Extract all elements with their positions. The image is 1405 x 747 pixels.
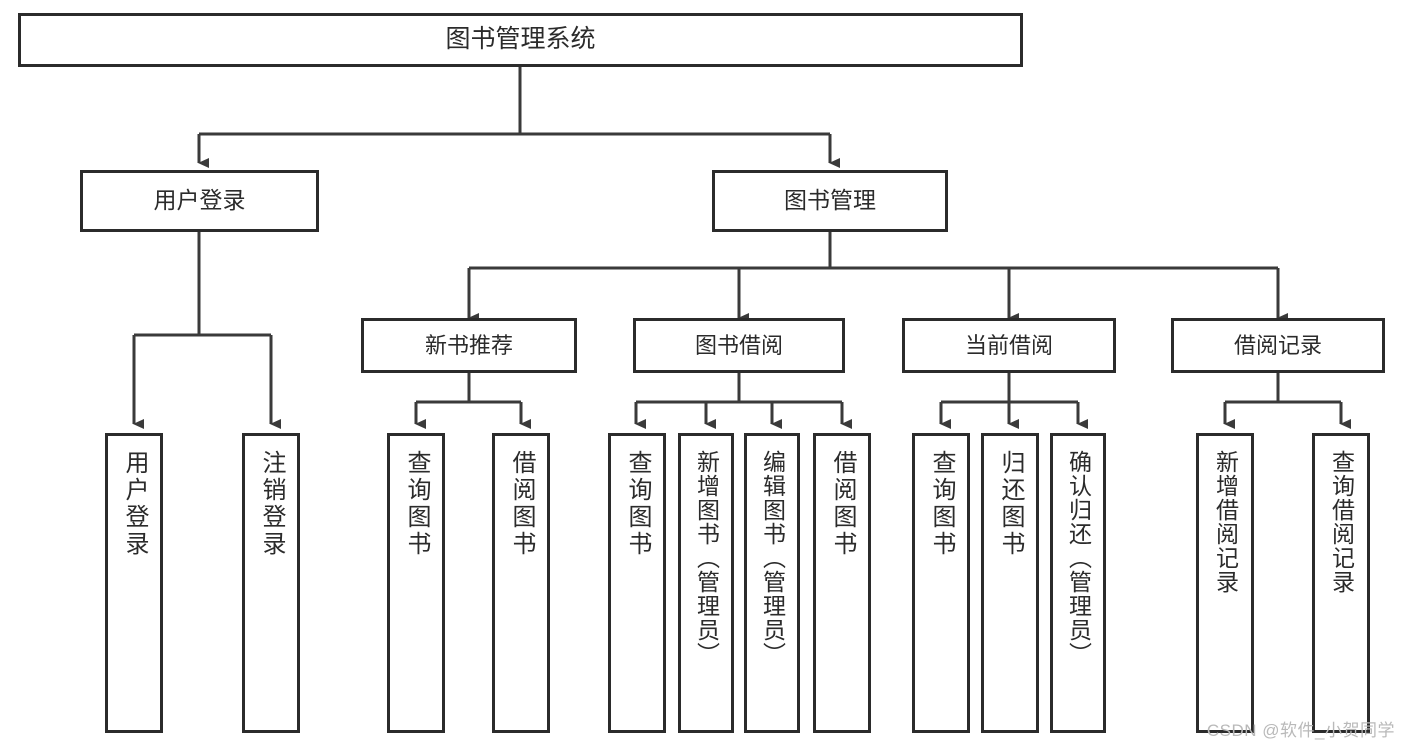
node-leaf-borrow-book-1[interactable]: 借阅图书 xyxy=(492,433,550,733)
node-leaf-user-login-label: 用户登录 xyxy=(121,450,148,558)
node-leaf-return-book-label: 归还图书 xyxy=(997,450,1024,558)
node-leaf-add-record[interactable]: 新增借阅记录 xyxy=(1196,433,1254,733)
node-borrow-record[interactable]: 借阅记录 xyxy=(1171,318,1385,373)
node-leaf-query-book-2-label: 查询图书 xyxy=(624,450,651,558)
node-leaf-borrow-book-2[interactable]: 借阅图书 xyxy=(813,433,871,733)
node-book-borrow-label: 图书借阅 xyxy=(694,332,783,358)
node-current-borrow[interactable]: 当前借阅 xyxy=(902,318,1116,373)
node-root-system-label: 图书管理系统 xyxy=(445,25,596,54)
node-leaf-confirm-return[interactable]: 确认归还（管理员） xyxy=(1050,433,1106,733)
node-borrow-record-label: 借阅记录 xyxy=(1233,332,1322,358)
node-book-manage[interactable]: 图书管理 xyxy=(712,170,948,232)
csdn-watermark: CSDN @软件_小贺同学 xyxy=(1206,721,1395,740)
node-current-borrow-label: 当前借阅 xyxy=(964,332,1053,358)
node-leaf-return-book[interactable]: 归还图书 xyxy=(981,433,1039,733)
node-user-login-label: 用户登录 xyxy=(153,187,246,214)
node-leaf-confirm-return-label: 确认归还（管理员） xyxy=(1065,450,1092,666)
node-leaf-query-book-3-label: 查询图书 xyxy=(928,450,955,558)
node-leaf-query-book-1-label: 查询图书 xyxy=(403,450,430,558)
node-book-manage-label: 图书管理 xyxy=(784,187,876,214)
node-leaf-query-book-1[interactable]: 查询图书 xyxy=(387,433,445,733)
node-leaf-add-record-label: 新增借阅记录 xyxy=(1212,450,1239,594)
node-book-borrow[interactable]: 图书借阅 xyxy=(633,318,845,373)
node-leaf-query-record-label: 查询借阅记录 xyxy=(1328,450,1355,594)
node-new-book-recommend[interactable]: 新书推荐 xyxy=(361,318,577,373)
node-leaf-query-book-3[interactable]: 查询图书 xyxy=(912,433,970,733)
node-leaf-borrow-book-2-label: 借阅图书 xyxy=(829,450,856,558)
node-new-book-recommend-label: 新书推荐 xyxy=(424,332,513,358)
node-root-system[interactable]: 图书管理系统 xyxy=(18,13,1023,67)
node-user-login[interactable]: 用户登录 xyxy=(80,170,319,232)
node-leaf-user-logout[interactable]: 注销登录 xyxy=(242,433,300,733)
node-leaf-user-logout-label: 注销登录 xyxy=(258,450,285,558)
node-leaf-query-record[interactable]: 查询借阅记录 xyxy=(1312,433,1370,733)
node-leaf-add-book[interactable]: 新增图书（管理员） xyxy=(678,433,734,733)
node-leaf-borrow-book-1-label: 借阅图书 xyxy=(508,450,535,558)
node-leaf-query-book-2[interactable]: 查询图书 xyxy=(608,433,666,733)
node-leaf-user-login[interactable]: 用户登录 xyxy=(105,433,163,733)
node-leaf-add-book-label: 新增图书（管理员） xyxy=(693,450,720,666)
node-leaf-edit-book[interactable]: 编辑图书（管理员） xyxy=(744,433,800,733)
node-leaf-edit-book-label: 编辑图书（管理员） xyxy=(759,450,786,666)
